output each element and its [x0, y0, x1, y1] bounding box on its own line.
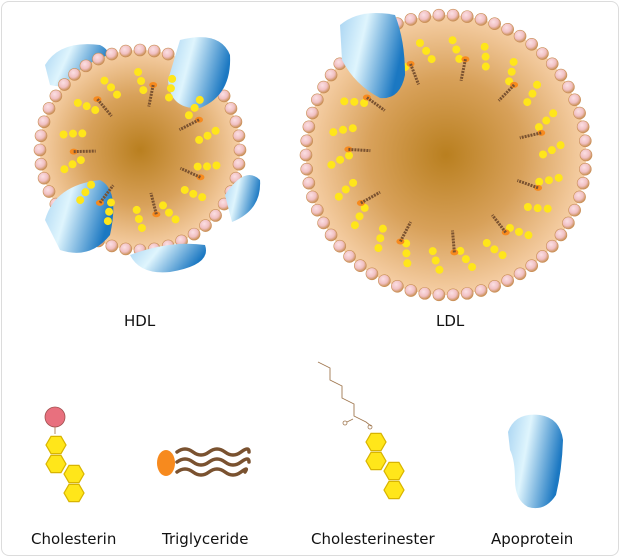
apoprotein-icon: [508, 414, 563, 509]
cholesterinester-icon: [317, 361, 405, 500]
hdl-particle: [33, 37, 261, 273]
apoprotein-label: Apoprotein: [491, 530, 574, 548]
cholesterin-label: Cholesterin: [31, 530, 117, 548]
ldl-label: LDL: [436, 312, 465, 330]
triglyceride-label: Triglyceride: [162, 530, 249, 548]
hdl-label: HDL: [124, 312, 156, 330]
cholesterinester-label: Cholesterinester: [311, 530, 435, 548]
triglyceride-icon: [157, 447, 251, 477]
cholesterin-icon: [44, 406, 85, 503]
ldl-particle: [299, 8, 593, 302]
